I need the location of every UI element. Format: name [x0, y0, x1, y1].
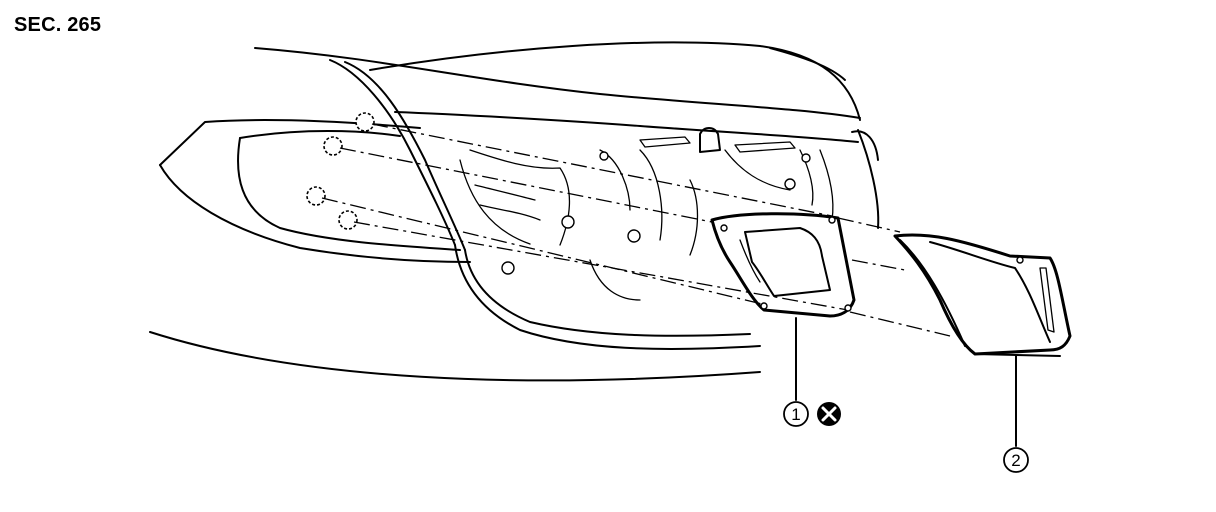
- section-label: SEC. 265: [14, 14, 102, 36]
- vehicle-body-outline: [149, 41, 861, 382]
- part-1-sealing-sheet: [710, 212, 856, 318]
- alignment-lines: [321, 123, 951, 337]
- clip-icon: [323, 136, 343, 156]
- clip-icon: [355, 112, 375, 132]
- do-not-reuse-icon: [817, 402, 841, 426]
- clip-icon: [338, 210, 358, 230]
- callout-2-circle: [1003, 447, 1029, 473]
- clip-icon: [306, 186, 326, 206]
- callout-1-number: 1: [791, 405, 800, 424]
- callout-1-circle: [783, 401, 809, 427]
- trunk-lid-inner-panel: [237, 111, 880, 350]
- callout-2: 2: [1003, 355, 1029, 473]
- callout-1: 1: [783, 317, 841, 427]
- callout-2-number: 2: [1011, 451, 1020, 470]
- part-2-trunk-lid-finisher: [893, 233, 1072, 357]
- clips: [306, 112, 375, 230]
